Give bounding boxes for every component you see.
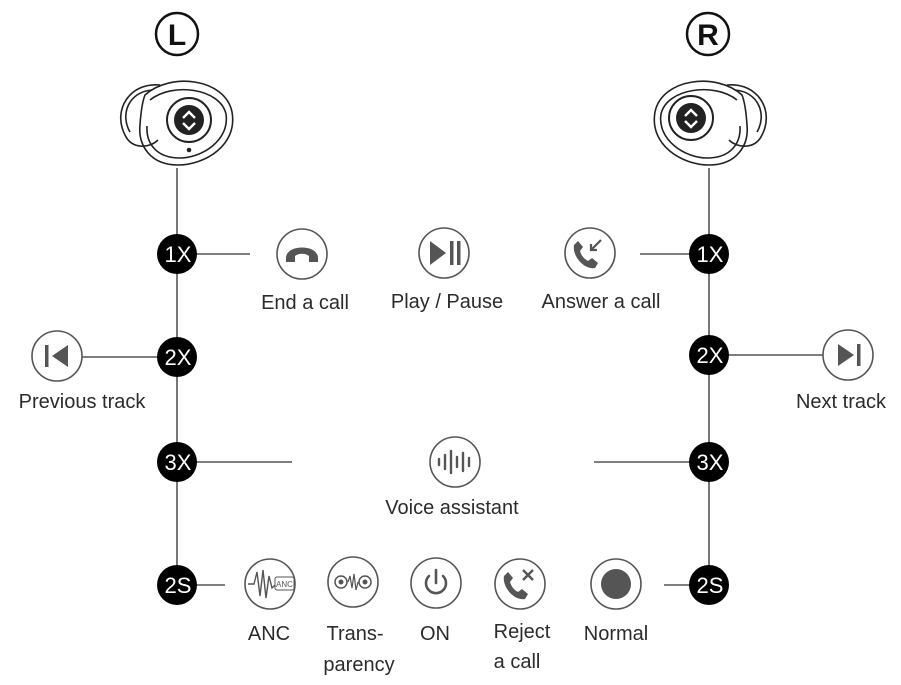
- left-2s-text: 2S: [165, 573, 192, 598]
- phone-incoming-icon: [564, 227, 616, 279]
- label-end-call: End a call: [261, 292, 349, 314]
- transparency-icon: [327, 556, 379, 608]
- label-reject-line1: Reject: [493, 621, 551, 643]
- label-transparency-line1: Trans-: [326, 623, 384, 645]
- right-2s-text: 2S: [697, 573, 724, 598]
- label-previous-track: Previous track: [18, 391, 146, 413]
- label-anc: ANC: [247, 623, 291, 645]
- skip-previous-icon: [31, 330, 83, 382]
- right-3x-text: 3X: [697, 450, 724, 475]
- right-2s-badge: 2S: [689, 565, 729, 605]
- left-earbud-icon: [119, 80, 234, 166]
- right-earbud-icon: [653, 80, 768, 166]
- label-on: ON: [420, 623, 450, 645]
- right-3x-badge: 3X: [689, 442, 729, 482]
- label-transparency-line2: parency: [323, 654, 395, 676]
- left-3x-text: 3X: [165, 450, 192, 475]
- play-pause-icon: [418, 227, 470, 279]
- phone-reject-icon: [494, 558, 546, 610]
- right-side-marker: R: [685, 11, 731, 57]
- left-2x-text: 2X: [165, 345, 192, 370]
- left-3x-badge: 3X: [157, 442, 197, 482]
- left-2s-badge: 2S: [157, 565, 197, 605]
- anc-icon-text: ANC: [276, 580, 293, 589]
- left-side-marker: L: [154, 11, 200, 57]
- right-1x-badge: 1X: [689, 234, 729, 274]
- left-1x-badge: 1X: [157, 234, 197, 274]
- left-2x-badge: 2X: [157, 337, 197, 377]
- label-voice-assistant: Voice assistant: [385, 497, 519, 519]
- right-1x-text: 1X: [697, 242, 724, 267]
- label-answer-call: Answer a call: [541, 291, 661, 313]
- label-next-track: Next track: [795, 391, 887, 413]
- left-side-letter: L: [168, 19, 186, 52]
- right-2x-text: 2X: [697, 343, 724, 368]
- label-normal: Normal: [583, 623, 649, 645]
- right-side-letter: R: [697, 19, 719, 52]
- skip-next-icon: [822, 329, 874, 381]
- label-reject-line2: a call: [493, 651, 541, 673]
- voice-wave-icon: [429, 436, 481, 488]
- record-dot-icon: [590, 558, 642, 610]
- phone-hangup-icon: [276, 228, 328, 280]
- power-icon: [410, 557, 462, 609]
- right-2x-badge: 2X: [689, 335, 729, 375]
- label-play-pause: Play / Pause: [390, 291, 504, 313]
- left-1x-text: 1X: [165, 242, 192, 267]
- anc-wave-icon: ANC: [244, 558, 296, 610]
